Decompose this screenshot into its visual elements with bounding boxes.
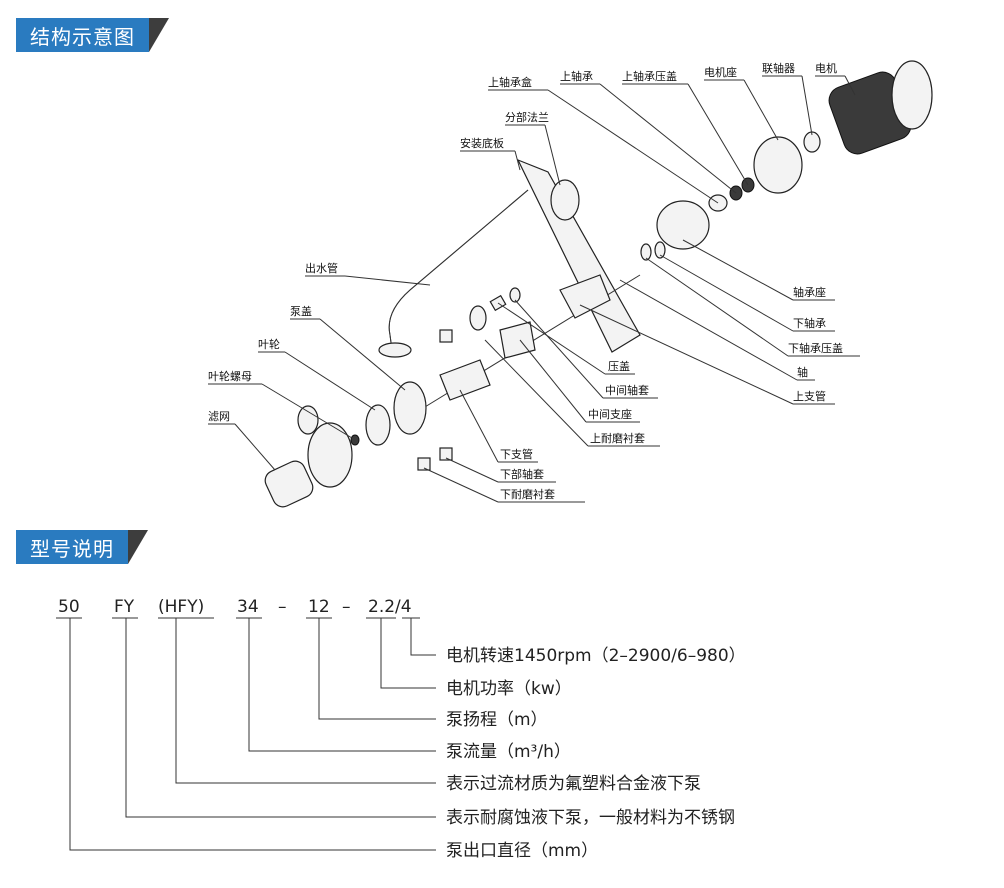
svg-text:叶轮: 叶轮	[258, 337, 280, 351]
desc-hfy: 表示过流材质为氟塑料合金液下泵	[446, 774, 701, 794]
svg-text:上耐磨衬套: 上耐磨衬套	[590, 432, 645, 445]
svg-text:电机座: 电机座	[704, 65, 737, 79]
pump-inlet-flange-shape	[297, 405, 319, 435]
svg-text:泵盖: 泵盖	[290, 304, 312, 318]
svg-text:上轴承盒: 上轴承盒	[488, 75, 532, 89]
header-triangle-decoration	[128, 530, 148, 564]
model-section-title: 型号说明	[16, 530, 128, 564]
header-triangle-decoration	[149, 18, 169, 52]
model-code: 50 FY (HFY) 34 – 12 – 2.2/4 电机转速1450rpm（…	[56, 597, 746, 861]
svg-text:上轴承压盖: 上轴承压盖	[622, 69, 677, 83]
label-upper-bearing-box: 上轴承盒	[488, 75, 719, 204]
label-motor: 电机	[815, 61, 856, 96]
svg-text:安装底板: 安装底板	[460, 136, 504, 150]
label-lower-bearing-gland: 下轴承压盖	[645, 257, 860, 357]
desc-fy: 表示耐腐蚀液下泵，一般材料为不锈钢	[446, 808, 735, 828]
label-bearing-seat: 轴承座	[682, 239, 835, 301]
upper-wear-bush-shape	[439, 329, 453, 343]
svg-text:中间轴套: 中间轴套	[605, 383, 649, 397]
svg-text:滤网: 滤网	[208, 410, 230, 423]
code-flow: 34	[237, 597, 259, 617]
impeller-shape	[365, 404, 391, 446]
svg-text:上支管: 上支管	[793, 389, 826, 403]
svg-text:压盖: 压盖	[608, 359, 630, 373]
strainer-shape	[264, 460, 314, 508]
label-impeller: 叶轮	[258, 337, 376, 411]
middle-sleeve-shape	[509, 287, 521, 303]
label-shaft: 轴	[619, 279, 815, 381]
svg-text:下轴承压盖: 下轴承压盖	[788, 341, 843, 355]
structure-section-header: 结构示意图	[16, 18, 169, 52]
label-lower-support-pipe: 下支管	[459, 389, 538, 463]
lower-sleeve-shape	[439, 447, 453, 461]
middle-support-shape	[499, 321, 536, 359]
svg-text:中间支座: 中间支座	[588, 407, 632, 421]
label-lower-sleeve: 下部轴套	[445, 457, 556, 483]
svg-text:叶轮螺母: 叶轮螺母	[208, 369, 252, 383]
label-upper-support-pipe: 上支管	[579, 304, 835, 405]
structure-section-title: 结构示意图	[16, 18, 149, 52]
pump-casing-shape	[307, 422, 353, 488]
label-gland: 压盖	[497, 302, 635, 375]
pump-cover-shape	[393, 381, 427, 435]
pump-drawing	[264, 60, 933, 508]
code-power: 2.2/4	[368, 597, 412, 617]
label-upper-wear-bush: 上耐磨衬套	[484, 339, 660, 447]
svg-text:轴承座: 轴承座	[793, 285, 826, 299]
code-dash-1: –	[278, 597, 287, 617]
bearing-seat-shape	[656, 200, 710, 250]
label-split-flange: 分部法兰	[505, 110, 561, 186]
motor-fan-cover-shape	[891, 60, 933, 130]
svg-text:出水管: 出水管	[305, 261, 338, 275]
desc-size: 泵出口直径（mm）	[446, 841, 598, 861]
label-middle-sleeve: 中间轴套	[514, 299, 658, 399]
part-labels: 上轴承盒 上轴承 上轴承压盖 电机座 联轴器 电机 分部法兰 安装底板	[208, 61, 860, 503]
lower-wear-bush-shape	[417, 457, 431, 471]
svg-text:分部法兰: 分部法兰	[505, 110, 549, 124]
outlet-flange-shape	[378, 342, 412, 358]
desc-speed: 电机转速1450rpm（2–2900/6–980）	[446, 646, 746, 666]
code-fy: FY	[114, 597, 135, 617]
motor-seat-shape	[753, 136, 803, 194]
svg-text:轴: 轴	[797, 365, 808, 379]
svg-text:上轴承: 上轴承	[560, 69, 593, 83]
svg-text:下耐磨衬套: 下耐磨衬套	[500, 488, 555, 501]
desc-flow: 泵流量（m³/h）	[446, 742, 571, 762]
label-upper-bearing-gland: 上轴承压盖	[622, 69, 749, 186]
label-middle-support: 中间支座	[519, 339, 640, 423]
label-strainer: 滤网	[208, 410, 276, 471]
upper-support-pipe-shape	[559, 274, 611, 319]
label-outlet-pipe: 出水管	[305, 261, 431, 286]
label-upper-bearing: 上轴承	[560, 69, 737, 194]
code-size: 50	[58, 597, 80, 617]
label-pump-cover: 泵盖	[290, 304, 406, 391]
code-hfy: (HFY)	[158, 597, 204, 617]
label-coupling: 联轴器	[762, 61, 813, 136]
lower-support-pipe-shape	[439, 359, 491, 401]
model-section-header: 型号说明	[16, 530, 148, 564]
label-lower-wear-bush: 下耐磨衬套	[423, 467, 585, 503]
code-head: 12	[308, 597, 330, 617]
lower-bearing-shape	[654, 241, 666, 259]
svg-text:下轴承: 下轴承	[793, 316, 826, 330]
middle-sleeve-ring-shape	[469, 305, 487, 331]
outlet-pipe-shape	[388, 189, 529, 351]
svg-text:联轴器: 联轴器	[762, 61, 795, 75]
label-lower-bearing: 下轴承	[659, 254, 835, 332]
outlet-pipe-outline	[388, 189, 529, 351]
coupling-shape	[803, 131, 821, 153]
lower-bearing-gland-shape	[640, 243, 652, 261]
split-flange-shape	[550, 179, 580, 221]
label-impeller-nut: 叶轮螺母	[208, 369, 353, 439]
label-motor-seat: 电机座	[704, 65, 779, 141]
desc-head: 泵扬程（m）	[446, 710, 548, 730]
svg-text:下部轴套: 下部轴套	[500, 467, 544, 481]
code-dash-2: –	[342, 597, 351, 617]
desc-power: 电机功率（kw）	[446, 679, 572, 699]
impeller-nut-shape	[350, 434, 360, 446]
svg-text:下支管: 下支管	[500, 447, 533, 461]
label-mounting-plate: 安装底板	[460, 136, 521, 171]
svg-text:电机: 电机	[815, 61, 837, 75]
